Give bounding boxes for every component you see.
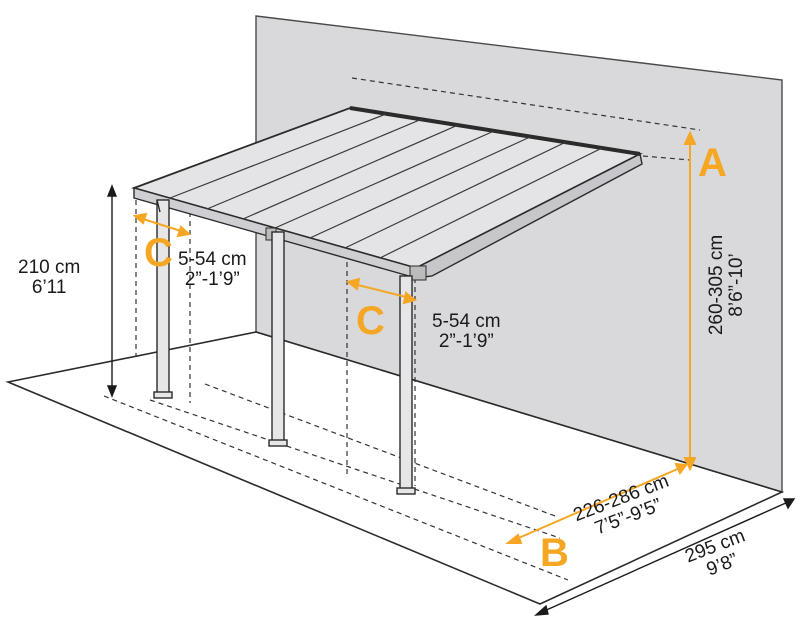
c-right-dimension: 5-54 cm 2”-1’9”: [432, 312, 501, 352]
b-letter: B: [540, 531, 569, 575]
pergola-roof: [131, 106, 643, 281]
floor: [5, 331, 785, 605]
post-right: [399, 275, 413, 491]
a-letter: A: [698, 141, 727, 185]
a-metric: 260-305 cm: [706, 234, 727, 336]
a-imperial: 8’6”-10’: [725, 253, 747, 317]
accent-arrows: [132, 130, 697, 544]
c-left-letter: C: [144, 231, 173, 275]
dimension-arrows: [106, 184, 796, 616]
height-metric: 210 cm: [18, 257, 81, 278]
dashed-guides: [103, 77, 701, 581]
post-left: [156, 199, 170, 395]
c-left-imperial: 2”-1’9”: [184, 268, 240, 290]
roof-panel-seams: [169, 113, 603, 259]
c-right-letter: C: [356, 299, 385, 343]
height-label: 210 cm 6’11: [18, 258, 80, 298]
c-left-metric: 5-54 cm: [178, 249, 247, 270]
post-middle: [271, 231, 285, 443]
pergola-posts: [153, 199, 416, 495]
height-imperial: 6’11: [31, 276, 67, 298]
a-dimension: 260-305 cm 8’6”-10’: [706, 220, 753, 350]
c-right-imperial: 2”-1’9”: [438, 330, 494, 352]
c-right-metric: 5-54 cm: [432, 311, 501, 332]
c-left-dimension: 5-54 cm 2”-1’9”: [178, 250, 247, 290]
